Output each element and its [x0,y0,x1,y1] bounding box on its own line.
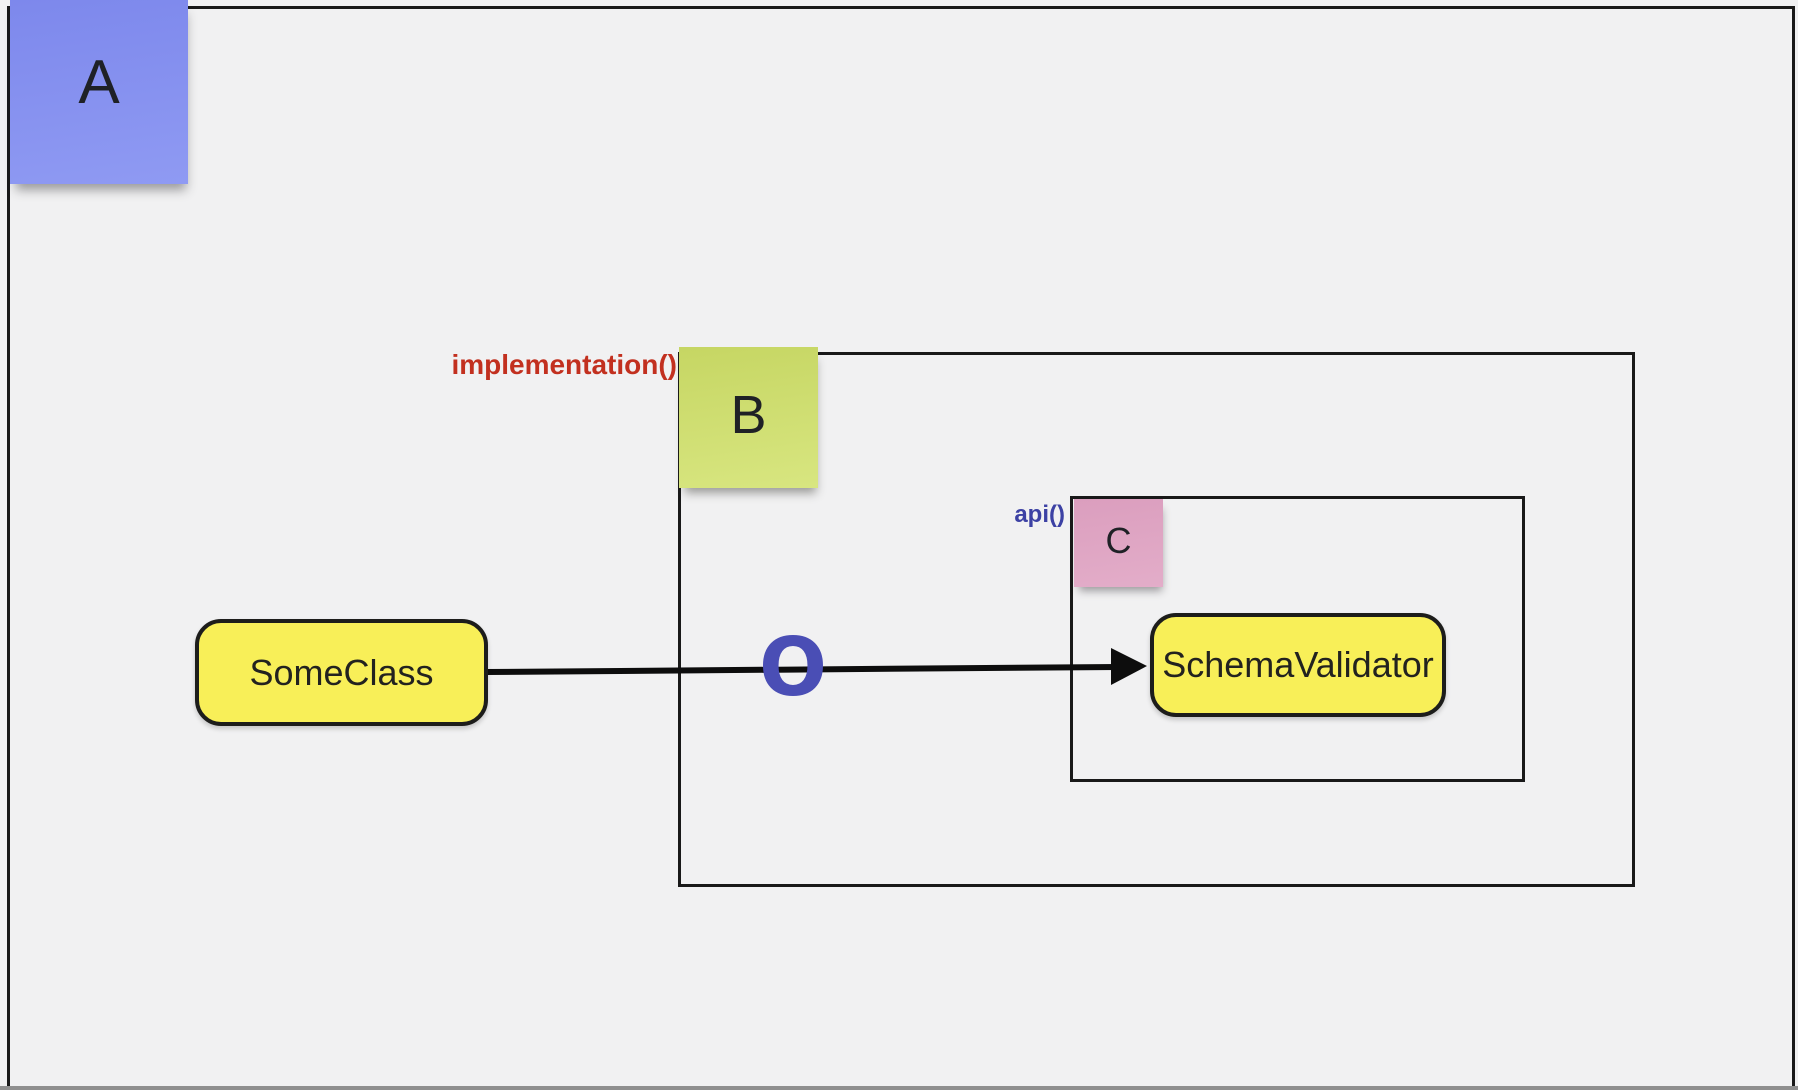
node-schemavalidator[interactable]: SchemaValidator [1150,613,1446,717]
label-implementation[interactable]: implementation() [451,349,677,380]
frame-c-api[interactable] [1070,496,1525,782]
connector-interface-glyph[interactable]: O [758,621,827,714]
label-api[interactable]: api() [1014,501,1065,528]
canvas-bottom-edge [0,1086,1798,1090]
node-someclass-label: SomeClass [249,651,434,693]
sticky-note-b[interactable]: B [679,347,818,488]
frame-b-implementation[interactable] [678,352,1635,887]
sticky-note-c[interactable]: C [1074,499,1163,587]
sticky-note-a[interactable]: A [10,0,188,184]
node-someclass[interactable]: SomeClass [195,619,488,726]
node-schemavalidator-label: SchemaValidator [1162,644,1434,685]
sticky-note-c-label: C [1105,520,1132,561]
sticky-note-b-label: B [730,384,767,445]
frame-a[interactable] [7,6,1795,1090]
sticky-note-a-label: A [78,47,120,117]
